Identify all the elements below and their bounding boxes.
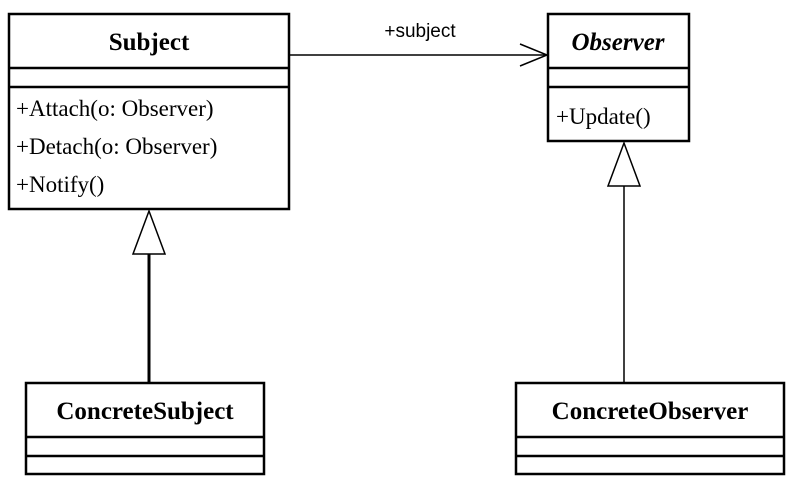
subject-class-name: Subject xyxy=(109,29,190,56)
concrete-subject-class: ConcreteSubject xyxy=(24,381,266,476)
observer-class: Observer +Update() xyxy=(546,12,691,143)
subject-operation-attach: +Attach(o: Observer) xyxy=(16,96,214,121)
concrete-observer-class-box xyxy=(514,381,786,476)
subject-operation-detach: +Detach(o: Observer) xyxy=(16,134,217,159)
concrete-observer-generalization-arrowhead xyxy=(606,140,642,187)
concrete-subject-generalization-arrowhead xyxy=(131,208,167,255)
concrete-observer-class: ConcreteObserver xyxy=(514,381,786,476)
observer-class-box xyxy=(546,12,691,143)
subject-class-box xyxy=(7,12,291,211)
concrete-subject-generalization xyxy=(131,208,167,383)
concrete-subject-class-box xyxy=(24,381,266,476)
association-arrowhead xyxy=(519,43,549,67)
concrete-subject-class-name: ConcreteSubject xyxy=(56,398,234,425)
observer-operation-update: +Update() xyxy=(556,104,651,129)
concrete-observer-class-name: ConcreteObserver xyxy=(552,398,749,425)
concrete-observer-generalization xyxy=(606,140,642,383)
observer-class-name: Observer xyxy=(571,29,664,56)
subject-observer-association: +subject xyxy=(289,21,549,67)
subject-operation-notify: +Notify() xyxy=(16,172,104,197)
subject-class: Subject +Attach(o: Observer) +Detach(o: … xyxy=(7,12,291,211)
association-label: +subject xyxy=(384,21,456,42)
